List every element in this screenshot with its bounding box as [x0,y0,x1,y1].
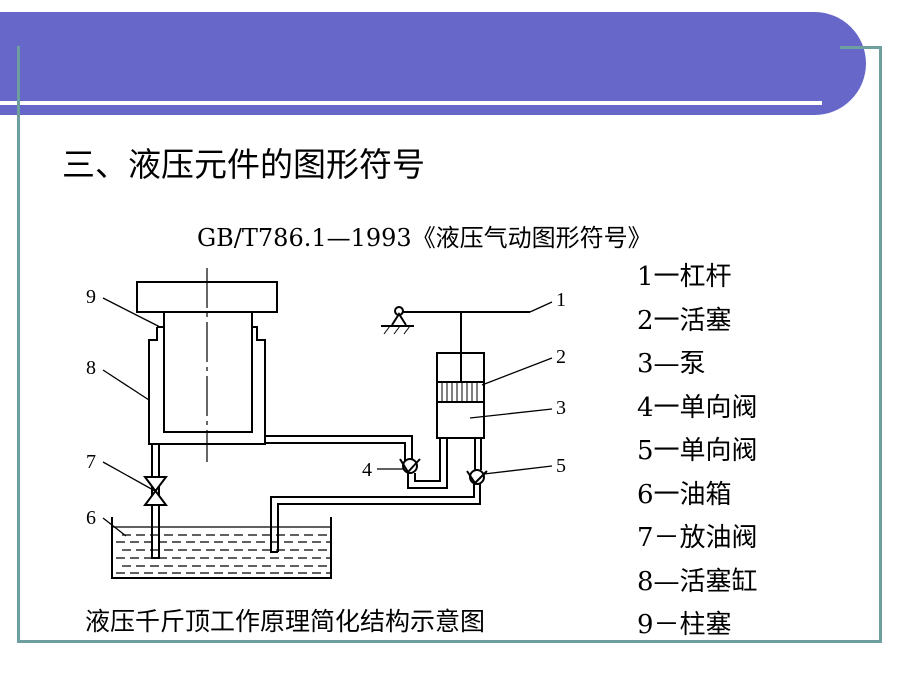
label-3: 3 [556,397,566,419]
legend-item: 3—泵 [637,349,706,379]
legend-item: 8—活塞缸 [637,566,758,597]
legend-item: 9－柱塞 [637,610,732,640]
legend-item: 1一杠杆 [637,262,732,292]
drain-valve-7 [143,476,168,506]
header-divider [0,101,822,105]
legend-item: 2一活塞 [637,305,732,336]
slide-title: 三、液压元件的图形符号 [62,145,425,184]
oil-tank [111,517,332,579]
label-1: 1 [556,289,566,311]
legend-item: 7－放油阀 [637,523,758,553]
label-5: 5 [556,455,566,477]
diagram-caption: 液压千斤顶工作原理简化结构示意图 [85,607,486,636]
check-valve-4 [402,458,418,474]
standard-reference: GB/T786.1—1993《液压气动图形符号》 [197,224,652,252]
label-8: 8 [86,357,96,379]
legend-item: 6一油箱 [637,479,732,510]
label-7: 7 [86,451,96,473]
label-6: 6 [86,507,96,529]
label-9: 9 [86,286,96,308]
label-4: 4 [362,459,372,481]
label-2: 2 [556,346,566,368]
content-frame [17,46,882,643]
component-legend: 1一杠杆 2一活塞 3—泵 4一单向阀 5一单向阀 6一油箱 7－放油阀 8—活… [637,256,758,648]
legend-item: 4一单向阀 [637,392,758,423]
content-frame-top [840,46,879,49]
legend-item: 5一单向阀 [637,436,758,466]
plunger [163,312,253,433]
header-bar [0,12,866,115]
